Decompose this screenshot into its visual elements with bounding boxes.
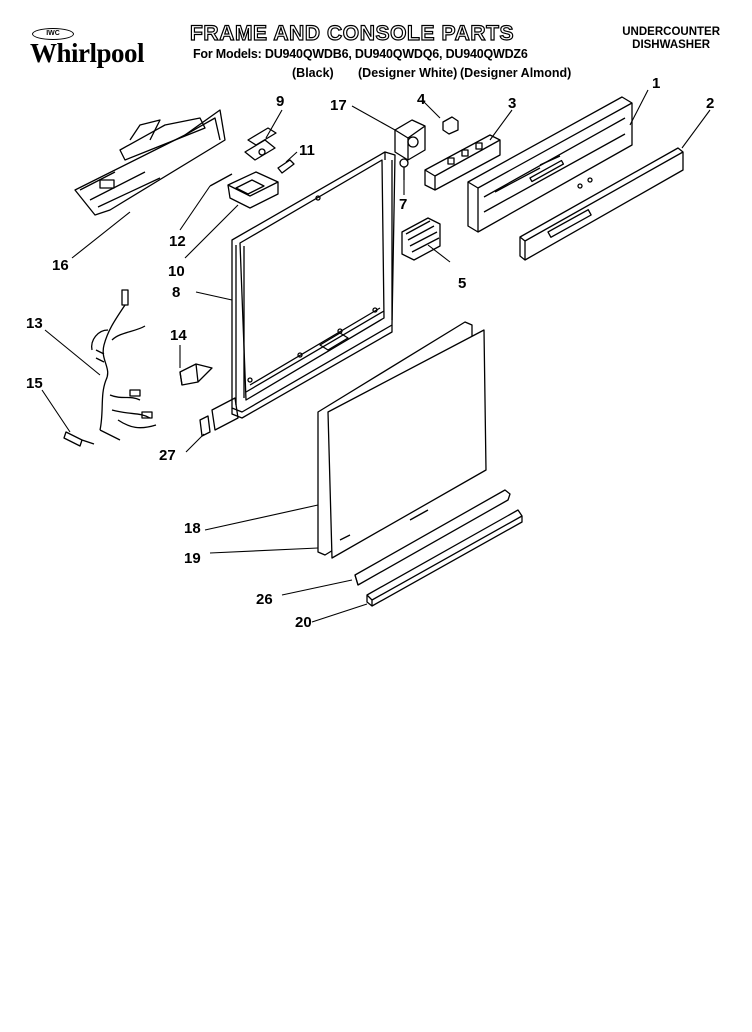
part-16-vent-housing <box>74 109 226 216</box>
callout-16: 16 <box>52 257 69 274</box>
part-20-toe-strip <box>366 509 523 607</box>
part-1-console-panel <box>467 96 633 233</box>
callout-27: 27 <box>159 447 176 464</box>
part-4-button <box>442 116 459 135</box>
callout-2: 2 <box>706 95 714 112</box>
brand-name: Whirlpool <box>30 38 145 68</box>
callout-1: 1 <box>652 75 660 92</box>
part-12-pin <box>209 173 233 187</box>
part-11-clip <box>277 159 295 174</box>
part-26-trim <box>354 489 511 586</box>
color-designer-almond: (Designer Almond) <box>460 66 572 80</box>
part-8-door-frame <box>231 151 396 419</box>
callout-26: 26 <box>256 591 273 608</box>
part-13-wiring-harness <box>91 289 157 441</box>
part-15-screw <box>63 431 95 447</box>
leader-lines <box>41 89 711 623</box>
color-designer-white: (Designer White) <box>358 66 458 80</box>
part-27-clip <box>199 397 239 437</box>
page-title: FRAME AND CONSOLE PARTS <box>189 21 515 45</box>
callout-7: 7 <box>399 196 407 213</box>
callout-12: 12 <box>169 233 186 250</box>
callout-13: 13 <box>26 315 43 332</box>
callout-11: 11 <box>299 142 315 159</box>
callout-18: 18 <box>184 520 201 537</box>
callout-8: 8 <box>172 284 180 301</box>
callout-5: 5 <box>458 275 466 292</box>
part-18-door-panel-front <box>327 329 487 559</box>
callout-9: 9 <box>276 93 284 110</box>
callout-3: 3 <box>508 95 516 112</box>
part-9-switch <box>244 127 277 161</box>
callout-4: 4 <box>417 91 426 108</box>
callout-17: 17 <box>330 97 347 114</box>
part-5-connector <box>401 217 441 261</box>
product-type: UNDERCOUNTER DISHWASHER <box>622 26 720 52</box>
part-10-bracket <box>227 171 279 209</box>
callout-15: 15 <box>26 375 43 392</box>
brand-seal: IWC <box>32 28 74 40</box>
part-7-knob <box>399 158 409 180</box>
whirlpool-logo: IWC Whirlpool <box>30 28 160 78</box>
part-17-selector <box>394 119 426 161</box>
part-2-trim-strip <box>519 147 684 261</box>
callout-19: 19 <box>184 550 201 567</box>
color-black: (Black) <box>292 66 334 80</box>
product-line-1: UNDERCOUNTER <box>622 26 720 38</box>
part-3-control-module <box>424 134 501 191</box>
callout-10: 10 <box>168 263 185 280</box>
callout-14: 14 <box>170 327 187 344</box>
product-line-2: DISHWASHER <box>632 39 711 51</box>
model-numbers: For Models: DU940QWDB6, DU940QWDQ6, DU94… <box>193 47 528 61</box>
callout-labels: 1 2 3 4 5 7 8 9 10 11 12 13 14 15 16 17 … <box>26 75 714 631</box>
callout-20: 20 <box>295 614 312 631</box>
part-14-plug <box>179 363 213 386</box>
